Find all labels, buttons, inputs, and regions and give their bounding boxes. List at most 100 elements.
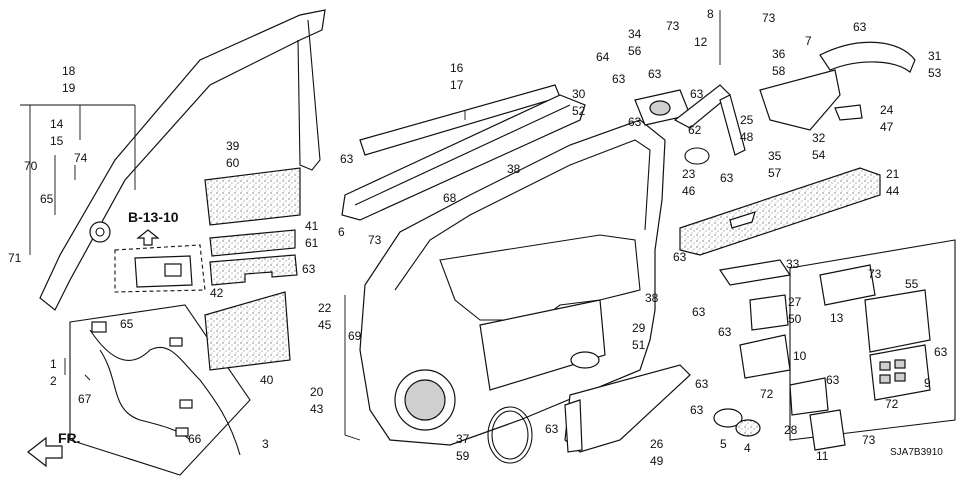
callout-54: 54 xyxy=(812,148,826,162)
door-lining[interactable] xyxy=(359,119,666,446)
callout-18: 18 xyxy=(62,64,76,78)
callout-35: 35 xyxy=(768,149,782,163)
callout-61: 61 xyxy=(305,236,319,250)
door-sash-molding[interactable] xyxy=(341,84,586,221)
callout-58: 58 xyxy=(772,64,786,78)
inner-handle-housing[interactable] xyxy=(634,89,691,126)
callout-9: 9 xyxy=(924,376,931,390)
callout-41: 41 xyxy=(305,219,319,233)
callout-63-i: 63 xyxy=(692,305,706,319)
callout-52: 52 xyxy=(572,104,586,118)
callout-34: 34 xyxy=(628,27,642,41)
callout-57: 57 xyxy=(768,166,782,180)
callout-73-b: 73 xyxy=(762,11,776,25)
callout-72-a: 72 xyxy=(760,387,774,401)
handle-escutcheon[interactable] xyxy=(673,84,746,156)
callout-7: 7 xyxy=(805,34,812,48)
callout-20: 20 xyxy=(310,385,324,399)
callout-63-b: 63 xyxy=(302,262,316,276)
callout-29: 29 xyxy=(632,321,646,335)
clip[interactable] xyxy=(564,399,583,453)
callout-63-n: 63 xyxy=(934,345,948,359)
oval-seal[interactable] xyxy=(684,147,710,165)
diagram-code: SJA7B3910 xyxy=(890,447,943,458)
callout-33: 33 xyxy=(786,257,800,271)
callout-labels: 1 2 3 4 5 6 7 8 9 10 11 12 13 14 15 16 1… xyxy=(8,7,948,468)
callout-12: 12 xyxy=(694,35,708,49)
switch-assembly[interactable] xyxy=(739,294,791,379)
callout-50: 50 xyxy=(788,312,802,326)
callout-62: 62 xyxy=(688,123,702,137)
insulation-pads[interactable] xyxy=(204,167,301,371)
courtesy-light[interactable] xyxy=(713,408,761,437)
callout-25: 25 xyxy=(740,113,754,127)
callout-8: 8 xyxy=(707,7,714,21)
front-direction-arrow xyxy=(27,436,63,468)
callout-51: 51 xyxy=(632,338,646,352)
callout-37: 37 xyxy=(456,432,470,446)
callout-15: 15 xyxy=(50,134,64,148)
power-window-master-switch[interactable] xyxy=(819,264,931,401)
grommet[interactable] xyxy=(834,104,863,121)
callout-11: 11 xyxy=(816,449,829,463)
a-pillar-garnish[interactable] xyxy=(39,9,326,311)
callout-42: 42 xyxy=(210,286,224,300)
callout-63-d: 63 xyxy=(648,67,662,81)
callout-70: 70 xyxy=(24,159,38,173)
callout-66: 66 xyxy=(188,432,202,446)
leader-lines xyxy=(20,10,721,441)
callout-48: 48 xyxy=(740,130,754,144)
callout-44: 44 xyxy=(886,184,900,198)
callout-63-o: 63 xyxy=(720,171,734,185)
callout-4: 4 xyxy=(744,441,751,455)
callout-22: 22 xyxy=(318,301,332,315)
callout-5: 5 xyxy=(720,437,727,451)
callout-73-e: 73 xyxy=(862,433,876,447)
callout-74: 74 xyxy=(74,151,88,165)
callout-63-g: 63 xyxy=(853,20,867,34)
switch-bezel[interactable] xyxy=(718,259,792,286)
pull-handle-cover[interactable] xyxy=(819,41,916,73)
callout-31: 31 xyxy=(928,49,942,63)
callout-14: 14 xyxy=(50,117,64,131)
callout-63-p: 63 xyxy=(690,403,704,417)
callout-46: 46 xyxy=(682,184,696,198)
armrest-panel[interactable] xyxy=(679,167,881,256)
callout-63-f: 63 xyxy=(690,87,704,101)
callout-68: 68 xyxy=(443,191,457,205)
callout-21: 21 xyxy=(886,167,900,181)
callout-3: 3 xyxy=(262,437,269,451)
callout-28: 28 xyxy=(784,423,798,437)
callout-73-c: 73 xyxy=(368,233,382,247)
switch-panel-frame xyxy=(789,239,956,441)
callout-65-b: 65 xyxy=(120,317,134,331)
wire-harness[interactable] xyxy=(69,304,251,476)
direction-label: FR. xyxy=(58,430,81,446)
callout-63-c: 63 xyxy=(612,72,626,86)
callout-27: 27 xyxy=(788,295,802,309)
callout-32: 32 xyxy=(812,131,826,145)
callout-63-m: 63 xyxy=(826,373,840,387)
callout-1: 1 xyxy=(50,357,57,371)
callout-67: 67 xyxy=(78,392,92,406)
callout-63-j: 63 xyxy=(718,325,732,339)
callout-38-b: 38 xyxy=(645,291,659,305)
callout-24: 24 xyxy=(880,103,894,117)
reference-box-label: B-13-10 xyxy=(128,209,179,225)
callout-6: 6 xyxy=(338,225,345,239)
mirror-garnish[interactable] xyxy=(759,69,841,131)
callout-55: 55 xyxy=(905,277,919,291)
callout-73-a: 73 xyxy=(666,19,680,33)
lock-switch[interactable] xyxy=(789,377,846,451)
callout-45: 45 xyxy=(318,318,332,332)
callout-40: 40 xyxy=(260,373,274,387)
callout-72-b: 72 xyxy=(885,397,899,411)
speaker-grille-ring[interactable] xyxy=(487,406,533,464)
callout-63-k: 63 xyxy=(695,377,709,391)
callout-19: 19 xyxy=(62,81,76,95)
ecu-unit[interactable] xyxy=(114,229,206,293)
callout-73-d: 73 xyxy=(868,267,882,281)
callout-63-e: 63 xyxy=(628,115,642,129)
door-pocket[interactable] xyxy=(564,364,691,453)
